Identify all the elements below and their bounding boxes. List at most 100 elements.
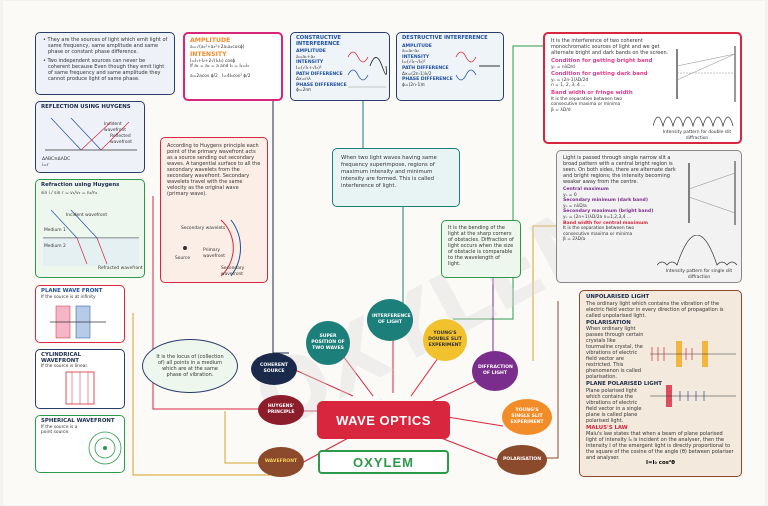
wavefront-definition-bubble: It is the locus of (collection of) all p… [142, 339, 238, 393]
dark-band-formula: yₙ = (2n-1)λD/2d [551, 77, 589, 83]
node-polarisation[interactable]: POLARISATION [497, 445, 547, 475]
secondary-minimum-formula: yₙ = nλD/a [563, 203, 587, 209]
constructive-amp-value: a=a₁+a₂ [296, 54, 315, 60]
destructive-phase-value: ϕ=(2n-1)π [402, 82, 425, 88]
double-slit-intensity-pattern [653, 116, 734, 128]
constructive-int-value: I=(√I₁+√I₂)² [296, 65, 322, 71]
constructive-wave-graphic [347, 51, 387, 88]
incident-wavefront-label: Incident wavefront [104, 122, 127, 133]
node-wavefront[interactable]: WAVEFRONT [258, 447, 304, 477]
secondary-maximum-n-values: n=1,2,3,4 ... [603, 214, 632, 220]
malus-law-formula: I=I₀ cos²θ [646, 460, 675, 467]
intensity-equal-formula: I=4I₀cos² ϕ/2 [222, 73, 251, 79]
polarisation-box: UNPOLARISED LIGHT The ordinary light whi… [579, 290, 742, 477]
constructive-int-label: INTENSITY [296, 60, 324, 66]
node-huygens-principle[interactable]: HUYGENS' PRINCIPLE [258, 395, 304, 425]
unpolarised-heading: UNPOLARISED LIGHT [586, 294, 650, 300]
ydse-description: It is the interference of two coherent m… [551, 38, 669, 56]
reflection-huygens-box: REFLECTION USING HUYGENS Incident wavefr… [35, 101, 145, 173]
destructive-path-value: Δx=(2n-1)λ/2 [402, 71, 432, 77]
brand-name: OXYLEM [353, 454, 414, 470]
spherical-wavefront-heading: SPHERICAL WAVEFRONT [41, 418, 115, 424]
destructive-int-label: INTENSITY [402, 54, 430, 60]
node-youngs-single-slit[interactable]: YOUNG'S SINGLE SLIT EXPERIMENT [502, 399, 552, 435]
node-coherent-source[interactable]: COHERENT SOURCE [251, 353, 297, 385]
coherent-point-2: • Two independent sources can never be c… [43, 58, 165, 82]
bright-band-formula: yₙ = nλD/d [551, 64, 575, 70]
cylindrical-wavefront-box: CYLINDRICAL WAVEFRONT If the source is l… [35, 349, 125, 409]
plane-polarised-heading: PLANE POLARISED LIGHT [586, 381, 662, 388]
central-maximum-heading: Central maximum [563, 187, 609, 192]
fringe-width-formula: β = λD/d [551, 107, 571, 113]
coherent-source-box: • They are the sources of light which em… [35, 32, 175, 95]
fringe-width-heading: Band width or fringe width [551, 89, 633, 96]
amplitude-heading: AMPLITUDE [190, 37, 231, 44]
spherical-wavefront-icon [88, 431, 122, 465]
wavefront-definition-text: It is the locus of (collection of) all p… [156, 354, 224, 378]
secondary-maximum-formula: yₙ = (2n+1)λD/2a [563, 214, 603, 220]
node-diffraction[interactable]: DIFFRACTION OF LIGHT [472, 351, 518, 391]
amplitude-box: AMPLITUDE a=√(a₁²+a₂²+2a₁a₂cosϕ) INTENSI… [183, 32, 283, 101]
polarisation-text: When ordinary light passes through certa… [586, 326, 644, 381]
incident-wavefront-label: Incident wavefront [66, 213, 108, 218]
intensity-heading: INTENSITY [190, 50, 227, 58]
refraction-diagram [43, 209, 139, 266]
dark-band-heading: Condition for getting dark band [551, 71, 648, 78]
huygens-wavelet-diagram [183, 219, 241, 277]
ydse-box: It is the interference of two coherent m… [543, 32, 742, 144]
plane-wavefront-heading: PLANE WAVE FRONT [41, 288, 103, 294]
central-band-width-heading: Band width for central maximum [563, 220, 649, 226]
cylindrical-wavefront-heading: CYLINDRICAL WAVEFRONT [41, 352, 82, 364]
reflection-heading: REFLECTION USING HUYGENS [41, 104, 131, 110]
constructive-heading: CONSTRUCTIVE INTERFERENCE [296, 35, 341, 47]
constructive-path-label: PATH DIFFERENCE [296, 71, 343, 77]
spherical-wavefront-text: If the source is a point source. [41, 424, 78, 436]
reflection-diagram [45, 117, 137, 151]
polarisation-heading: POLARISATION [586, 319, 631, 326]
reflection-law: i=r [42, 163, 49, 168]
source-label: Source [175, 256, 191, 261]
fringe-width-description: It is the separation between two consecu… [551, 96, 623, 108]
cylindrical-wavefront-text: If the source is linear. [41, 364, 89, 370]
central-band-width-description: It is the separation between two consecu… [563, 226, 635, 237]
central-band-width-formula: β = 2λD/a [563, 237, 586, 243]
constructive-phase-label: PHASE DIFFERENCE [296, 82, 347, 88]
single-slit-description: Light is passed through single narrow sl… [563, 155, 676, 185]
bright-band-heading: Condition for getting bright band [551, 58, 653, 64]
plane-wavefront-icon [50, 305, 106, 339]
destructive-wave-graphic [455, 51, 500, 81]
polariser-diagram [650, 341, 736, 407]
secondary-minimum-heading: Secondary minimum (dark band) [563, 198, 648, 204]
unpolarised-text: The ordinary light which contains the vi… [586, 300, 724, 319]
cylindrical-wavefront-icon [65, 371, 95, 405]
plane-polarised-text: Plane polarised light which contains the… [586, 387, 642, 424]
dark-band-n-values: n = 1, 2, 3, 4 ... [551, 83, 586, 89]
intensity-formula: I=I₁+I₂+2√(I₁I₂) cosϕ [190, 58, 236, 64]
central-title-banner[interactable]: WAVE OPTICS [317, 401, 450, 439]
node-interference[interactable]: INTERFERENCE OF LIGHT [367, 299, 413, 341]
plane-wavefront-text: If the source is at infinity [41, 294, 96, 300]
refracted-wavefront-label: Refracted wavefront [98, 266, 143, 271]
snells-law-formula: sin i / sin r = v₁/v₂ = n₂/n₁ [41, 190, 98, 196]
single-slit-intensity-pattern [657, 235, 738, 266]
destructive-phase-label: PHASE DIFFERENCE [402, 77, 453, 83]
central-maximum-formula: yₙ = 0 [563, 192, 577, 198]
diffraction-definition-text: It is the bending of the light at the sh… [448, 225, 514, 267]
primary-wavefront-label: Primary wavefront [203, 248, 226, 259]
coherent-point-1: • They are the sources of light which em… [43, 37, 168, 55]
amplitude-formula: a=√(a₁²+a₂²+2a₁a₂cosϕ) [190, 45, 245, 50]
amplitude-equal-formula: a=2acos ϕ/2 [190, 73, 218, 79]
plane-wavefront-box: PLANE WAVE FRONT If the source is at inf… [35, 285, 125, 343]
node-superposition[interactable]: SUPER POSITION OF TWO WAVES [306, 321, 350, 365]
huygens-description: According to Huygens principle each poin… [167, 143, 261, 197]
secondary-wavelets-label: Secondary wavelets [181, 226, 226, 231]
node-youngs-double-slit[interactable]: YOUNG'S DOUBLE SLIT EXPERIMENT [423, 319, 467, 361]
destructive-heading: DESTRUCTIVE INTERFERENCE [402, 35, 488, 41]
refraction-huygens-box: Refraction using Huygens sin i / sin r =… [35, 179, 145, 278]
double-slit-caption: Intensity pattern for double slit diffra… [662, 130, 732, 141]
single-slit-box: Light is passed through single narrow sl… [556, 150, 742, 283]
destructive-int-value: I=(√I₁-√I₂)² [402, 60, 426, 66]
malus-law-text: Malu's law states that when a beam of pl… [586, 431, 734, 462]
destructive-path-label: PATH DIFFERENCE [402, 65, 449, 71]
destructive-interference-box: DESTRUCTIVE INTERFERENCE AMPLITUDE a=a₁-… [396, 32, 504, 101]
